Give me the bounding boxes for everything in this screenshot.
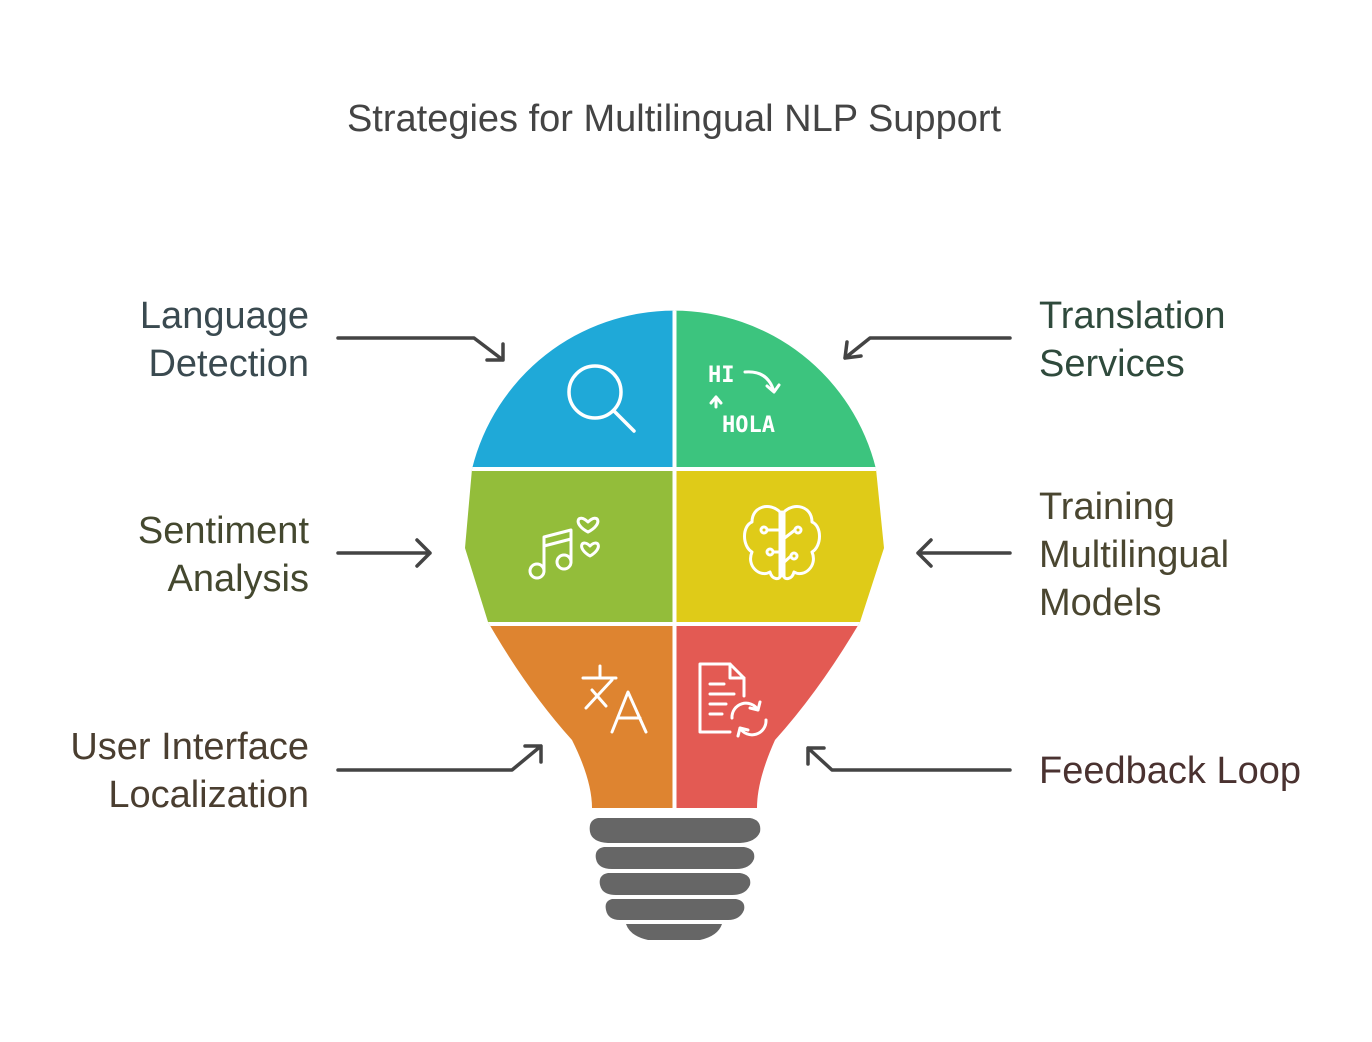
segment-language-detection [465,310,674,469]
search-icon [567,364,636,433]
label-feedback-loop: Feedback Loop [1039,747,1301,795]
arrow-training-models [916,538,1012,568]
label-line: Services [1039,343,1185,385]
music-hearts-icon [528,516,600,580]
translation-hi-hola-icon: HI HOLA [708,363,781,438]
arrow-language-detection [336,336,505,362]
label-line: Multilingual [1039,534,1230,576]
segment-sentiment-analysis [465,469,674,624]
label-line: Detection [148,343,309,385]
label-line: Sentiment [137,510,309,552]
segment-training-multilingual-models [675,469,884,624]
arrow-sentiment-analysis [336,538,432,568]
label-line: Translation [1039,295,1226,337]
document-refresh-icon [698,662,768,738]
label-line: User Interface [70,726,309,768]
icon-text-hola: HOLA [722,413,775,438]
diagram-title: Strategies for Multilingual NLP Support [346,98,1002,140]
label-line: Training [1039,486,1175,528]
label-user-interface-localization: User Interface Localization [70,723,309,819]
brain-circuit-icon [743,505,821,581]
label-line: Feedback Loop [1039,750,1301,792]
label-line: Language [139,295,309,337]
arrow-translation-services [843,336,1012,360]
segment-feedback-loop [675,624,884,808]
arrow-ui-localization [336,744,543,772]
bulb-base [589,818,761,940]
arrows [336,336,1012,772]
translate-language-icon [581,664,648,734]
label-sentiment-analysis: Sentiment Analysis [138,507,309,603]
label-line: Localization [108,774,309,816]
label-language-detection: Language Detection [140,292,309,388]
arrow-feedback-loop [806,746,1012,772]
segment-user-interface-localization [465,624,674,808]
label-line: Analysis [167,558,310,600]
label-translation-services: Translation Services [1039,292,1226,388]
label-line: Models [1039,582,1162,624]
icon-text-hi: HI [708,363,735,388]
bulb-body [465,310,884,808]
label-training-multilingual-models: Training Multilingual Models [1039,483,1229,627]
